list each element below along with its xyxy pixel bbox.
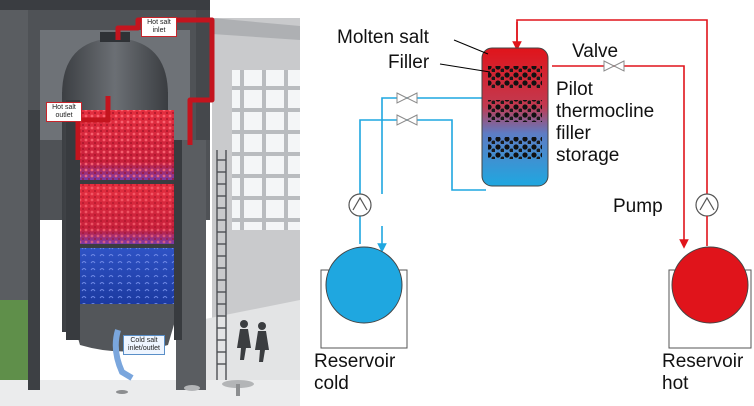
valve-icon: [396, 114, 418, 126]
molten-salt-label: Molten salt: [337, 27, 429, 48]
pilot-storage-line-2: thermocline: [556, 101, 655, 122]
pump-label: Pump: [613, 196, 663, 217]
pilot-storage-line-3: filler: [556, 123, 591, 144]
hot-salt-outlet-label: Hot salt outlet: [46, 102, 82, 122]
pump-icon: [695, 193, 719, 217]
pilot-storage-line-1: Pilot: [556, 79, 593, 100]
valve-label: Valve: [572, 41, 619, 62]
tank-cutaway-illustration: [0, 0, 300, 406]
reservoir-hot-line-1: Reservoir: [662, 351, 744, 372]
cold-salt-inlet-outlet-label: Cold salt inlet/outlet: [123, 335, 165, 355]
person-icon: [237, 320, 269, 362]
reservoir-hot-line-2: hot: [662, 373, 689, 394]
pilot-storage-line-4: storage: [556, 145, 620, 166]
pump-icon: [348, 193, 372, 217]
pilot-storage-label: Pilot thermocline filler storage: [556, 79, 654, 167]
reservoir-hot-label: Reservoir hot: [662, 351, 743, 395]
reservoir-cold-line-2: cold: [314, 373, 349, 394]
reservoir-cold-line-1: Reservoir: [314, 351, 396, 372]
filler-label: Filler: [388, 52, 430, 73]
hot-salt-inlet-label: Hot salt inlet: [141, 17, 177, 37]
valve-icon: [396, 92, 418, 104]
valve-icon: [603, 60, 625, 72]
reservoir-cold-label: Reservoir cold: [314, 351, 395, 395]
